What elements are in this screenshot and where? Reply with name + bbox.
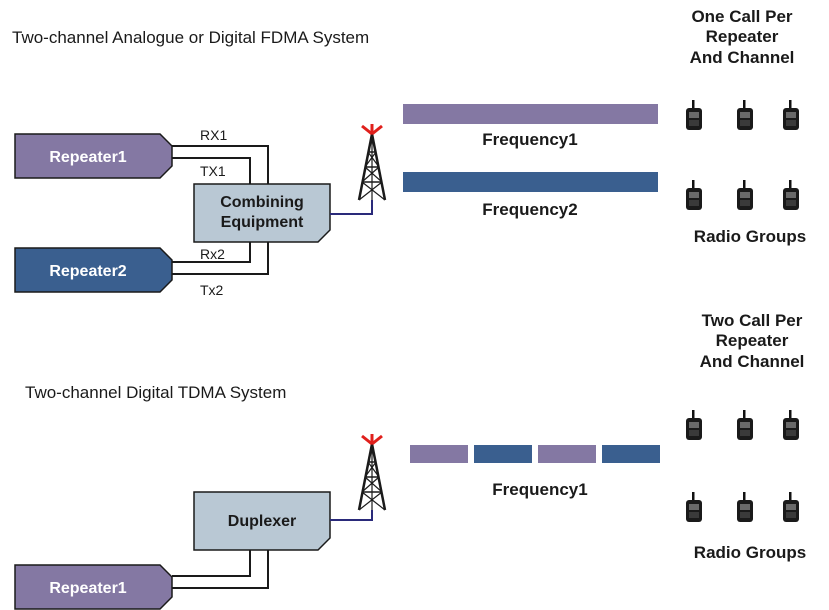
- fdma-call-label-line2: Repeater: [706, 27, 779, 46]
- fdma-call-label-line1: One Call Per: [691, 7, 792, 26]
- tdma-call-label-line3: And Channel: [700, 352, 805, 371]
- walkie-talkie-icon: [783, 410, 799, 440]
- walkie-talkie-icon: [783, 100, 799, 130]
- tdma-antenna-feed: [330, 510, 373, 521]
- repeater1-box: [14, 133, 173, 179]
- repeater2-label: Repeater2: [49, 263, 126, 280]
- frequency1-bar: [403, 104, 658, 124]
- walkie-talkie-icon: [686, 410, 702, 440]
- tdma-slot-1: [410, 445, 468, 463]
- fdma-frequency2-label: Frequency2: [482, 200, 577, 219]
- tx2-label: Tx2: [200, 282, 224, 298]
- antenna-tower-icon: [357, 432, 387, 512]
- combiner-label-line2: Equipment: [221, 214, 304, 231]
- fdma-call-label-line3: And Channel: [690, 48, 795, 67]
- tdma-wiring: [172, 550, 269, 589]
- walkie-talkie-icon: [737, 100, 753, 130]
- tdma-call-label-line1: Two Call Per: [702, 311, 803, 330]
- tdma-repeater1-label: Repeater1: [49, 580, 126, 597]
- tdma-repeater1-box: [14, 564, 173, 610]
- walkie-talkie-icon: [737, 410, 753, 440]
- walkie-talkie-icon: [686, 100, 702, 130]
- tdma-call-label-line2: Repeater: [716, 331, 789, 350]
- fdma-radio-groups-label: Radio Groups: [694, 227, 806, 246]
- repeater2-box: [14, 247, 173, 293]
- walkie-talkie-icon: [737, 492, 753, 522]
- duplexer-label: Duplexer: [228, 513, 296, 530]
- tdma-slot-4: [602, 445, 660, 463]
- fdma-antenna-feed: [330, 200, 373, 215]
- rx2-label: Rx2: [200, 246, 225, 262]
- repeater1-label: Repeater1: [49, 149, 126, 166]
- fdma-frequency1-label: Frequency1: [482, 130, 577, 149]
- combiner-label-line1: Combining: [220, 194, 304, 211]
- antenna-tower-icon: [357, 122, 387, 202]
- duplexer-box: [193, 491, 331, 551]
- tdma-frequency1-label: Frequency1: [492, 480, 587, 499]
- combining-equipment-box: [193, 183, 331, 243]
- tdma-frequency1-bar: [410, 445, 660, 463]
- tdma-title: Two-channel Digital TDMA System: [25, 383, 286, 402]
- frequency2-bar: [403, 172, 658, 192]
- fdma-wiring: [172, 145, 269, 275]
- tdma-slot-2: [474, 445, 532, 463]
- fdma-title: Two-channel Analogue or Digital FDMA Sys…: [12, 28, 369, 47]
- tx1-label: TX1: [200, 163, 226, 179]
- walkie-talkie-icon: [783, 180, 799, 210]
- rx1-label: RX1: [200, 127, 227, 143]
- walkie-talkie-icon: [686, 492, 702, 522]
- tdma-radio-group: [686, 410, 799, 522]
- tdma-radio-groups-label: Radio Groups: [694, 543, 806, 562]
- tdma-slot-3: [538, 445, 596, 463]
- walkie-talkie-icon: [783, 492, 799, 522]
- fdma-radio-group: [686, 100, 799, 210]
- walkie-talkie-icon: [737, 180, 753, 210]
- walkie-talkie-icon: [686, 180, 702, 210]
